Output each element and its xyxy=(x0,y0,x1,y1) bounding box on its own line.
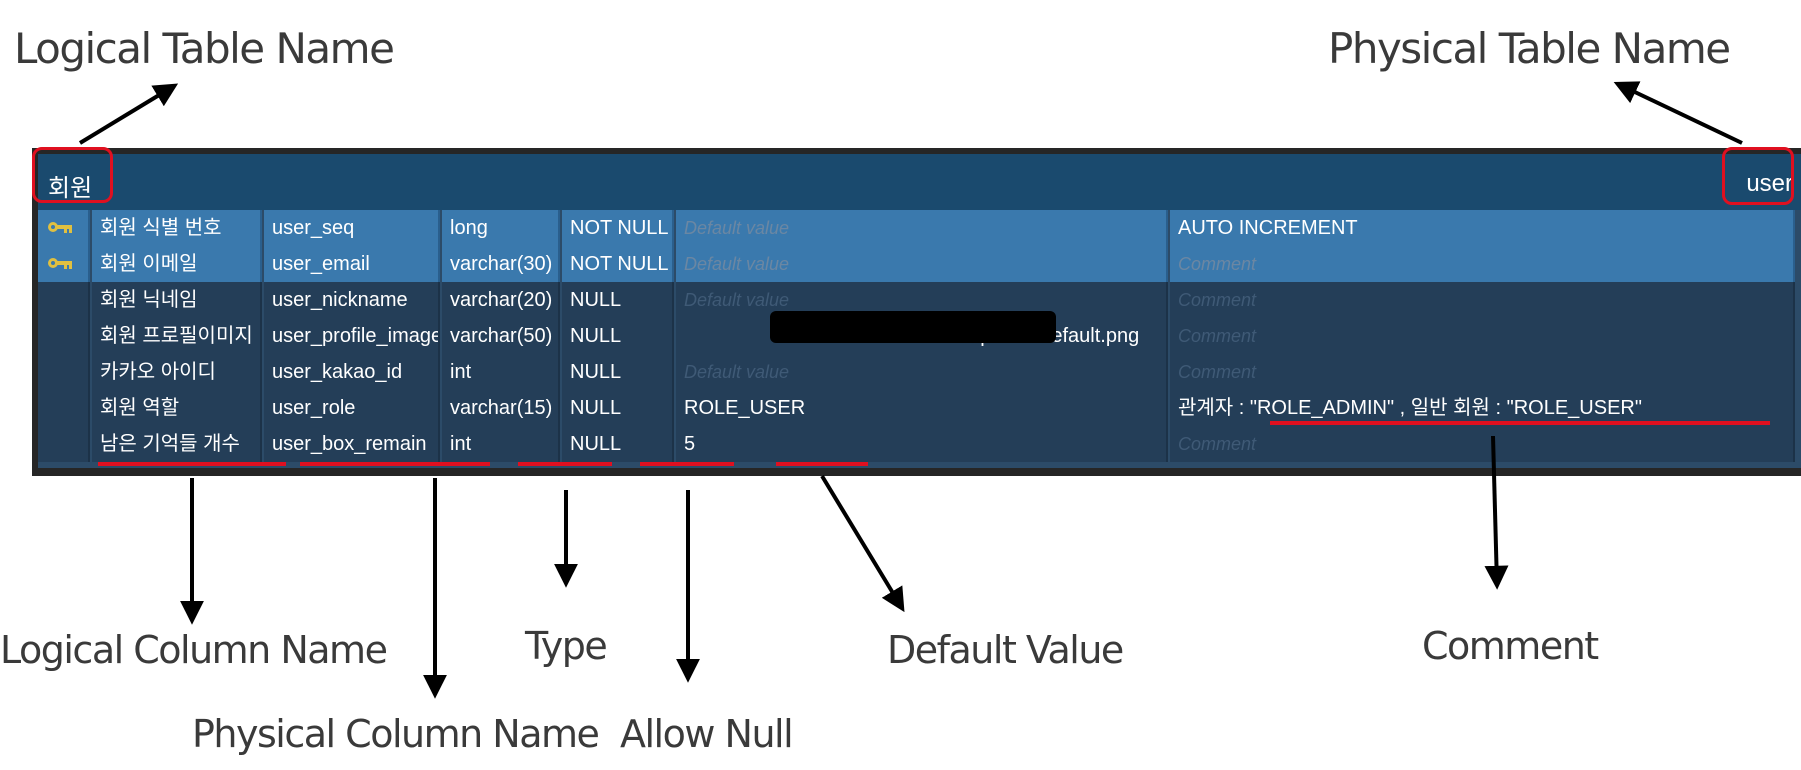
primary-key-icon xyxy=(48,258,72,269)
null-cell: NULL xyxy=(562,354,674,390)
row-icon-cell xyxy=(38,318,90,354)
null-cell: NOT NULL xyxy=(562,210,674,246)
logical-column-cell: 카카오 아이디 xyxy=(92,354,262,390)
null-cell: NULL xyxy=(562,318,674,354)
comment-cell: Comment xyxy=(1170,426,1795,462)
default-value-cell: Default value xyxy=(676,354,1168,390)
logical-column-cell: 회원 식별 번호 xyxy=(92,210,262,246)
default-value-cell: Default value xyxy=(676,210,1168,246)
physical-column-cell: user_nickname xyxy=(264,282,440,318)
type-cell: varchar(20) xyxy=(442,282,560,318)
type-underline xyxy=(518,462,612,466)
null-cell: NULL xyxy=(562,282,674,318)
physical-column-name-label: Physical Column Name xyxy=(192,712,600,756)
row-icon-cell xyxy=(38,354,90,390)
default-value-cell: ROLE_USER xyxy=(676,390,1168,426)
physical-column-cell: user_profile_image xyxy=(264,318,440,354)
row-icon-cell xyxy=(38,390,90,426)
physical-column-cell: user_kakao_id xyxy=(264,354,440,390)
comment-underline xyxy=(1270,421,1770,425)
type-cell: varchar(50) xyxy=(442,318,560,354)
allow-null-label: Allow Null xyxy=(620,712,794,756)
physical-column-underline xyxy=(300,462,490,466)
default-value-cell: Default value xyxy=(676,246,1168,282)
type-cell: int xyxy=(442,426,560,462)
logical-table-name-highlight xyxy=(32,147,113,203)
default-value-cell: Default value xyxy=(676,282,1168,318)
type-cell: varchar(30) xyxy=(442,246,560,282)
primary-key-icon xyxy=(48,222,72,233)
logical-column-cell: 회원 프로필이미지 xyxy=(92,318,262,354)
default-value-cell: 5 xyxy=(676,426,1168,462)
row-icon-cell xyxy=(38,282,90,318)
null-cell: NOT NULL xyxy=(562,246,674,282)
entity-physical-name: user xyxy=(1746,170,1793,197)
allow-null-underline xyxy=(640,462,734,466)
comment-label: Comment xyxy=(1422,624,1599,668)
arrow-default-value xyxy=(820,474,905,613)
physical-table-name-highlight xyxy=(1722,147,1794,205)
type-label: Type xyxy=(525,624,608,668)
redacted-block xyxy=(770,311,1056,343)
physical-column-cell: user_role xyxy=(264,390,440,426)
logical-column-cell: 회원 닉네임 xyxy=(92,282,262,318)
row-icon-cell xyxy=(38,210,90,246)
comment-cell: 관계자 : "ROLE_ADMIN" , 일반 회원 : "ROLE_USER" xyxy=(1170,390,1795,426)
comment-cell: Comment xyxy=(1170,318,1795,354)
logical-column-cell: 회원 역할 xyxy=(92,390,262,426)
null-cell: NULL xyxy=(562,390,674,426)
type-cell: long xyxy=(442,210,560,246)
comment-cell: Comment xyxy=(1170,354,1795,390)
physical-column-cell: user_email xyxy=(264,246,440,282)
row-icon-cell xyxy=(38,246,90,282)
logical-column-cell: 남은 기억들 개수 xyxy=(92,426,262,462)
row-icon-cell xyxy=(38,426,90,462)
default-value-label: Default Value xyxy=(887,628,1124,672)
arrow-physical-table xyxy=(1613,81,1743,145)
comment-cell: Comment xyxy=(1170,282,1795,318)
null-cell: NULL xyxy=(562,426,674,462)
entity-header: 회원 user xyxy=(38,154,1801,212)
default-value-underline xyxy=(776,462,868,466)
physical-table-name-label: Physical Table Name xyxy=(1328,24,1731,73)
type-cell: int xyxy=(442,354,560,390)
logical-table-name-label: Logical Table Name xyxy=(14,24,395,73)
logical-column-cell: 회원 이메일 xyxy=(92,246,262,282)
comment-cell: AUTO INCREMENT xyxy=(1170,210,1795,246)
logical-column-name-label: Logical Column Name xyxy=(0,628,388,672)
logical-column-underline xyxy=(98,462,286,466)
arrow-logical-table xyxy=(78,83,179,145)
entity-logical-name: 회원 xyxy=(48,174,93,202)
comment-cell: Comment xyxy=(1170,246,1795,282)
type-cell: varchar(15) xyxy=(442,390,560,426)
arrow-comment xyxy=(1484,435,1509,590)
physical-column-cell: user_box_remain xyxy=(264,426,440,462)
physical-column-cell: user_seq xyxy=(264,210,440,246)
